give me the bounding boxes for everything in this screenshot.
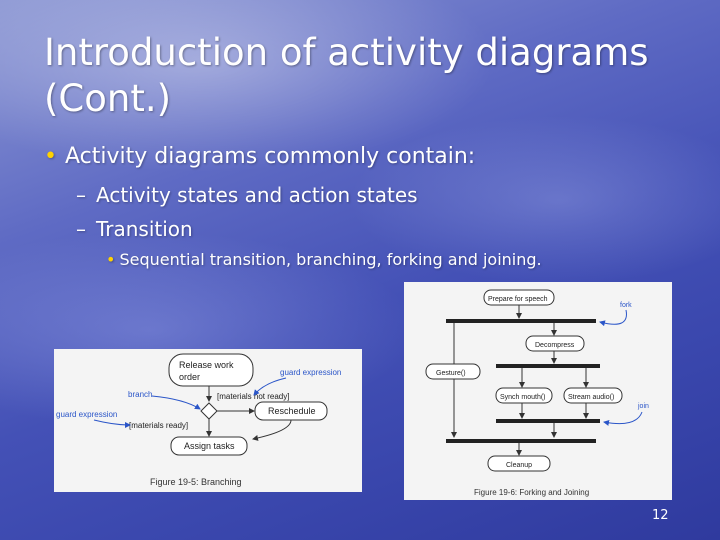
forking-diagram: Prepare for speech Gesture() Decompress … [425, 289, 649, 497]
page-number: 12 [652, 508, 669, 523]
reschedule-label: Reschedule [268, 406, 316, 416]
decompress-label: Decompress [535, 342, 575, 349]
join-pointer [603, 411, 643, 426]
branch-diamond [200, 402, 218, 420]
release-label-line1: Release work [179, 360, 234, 370]
bullet-icon: • [44, 144, 57, 169]
sub-sub-bullet-text: Sequential transition, branching, forkin… [119, 250, 542, 269]
sub-bullet-text: Transition [96, 217, 193, 241]
branch-annotation: branch [128, 390, 152, 399]
sub-bullet-text: Activity states and action states [96, 183, 418, 207]
sub-bullet-states: –Activity states and action states [76, 183, 418, 207]
fork-bar-1 [446, 319, 596, 323]
release-label-line2: order [179, 372, 200, 382]
guard-not-ready-label: [materials not ready] [217, 392, 289, 401]
bullet-activity-diagrams: • Activity diagrams commonly contain: [44, 144, 475, 169]
join-bar-1 [496, 419, 600, 423]
gesture-state [425, 363, 481, 380]
dash-icon: – [76, 217, 86, 241]
guard-left-pointer [93, 419, 131, 428]
stream-audio-state [563, 387, 623, 404]
fork-bar-2 [496, 364, 600, 368]
fork-pointer [599, 309, 627, 327]
assign-tasks-state [170, 436, 248, 456]
fork-annotation: fork [620, 302, 632, 309]
title-line-1: Introduction of activity diagrams [44, 31, 649, 74]
cleanup-state [487, 455, 551, 472]
branching-caption: Figure 19-5: Branching [150, 477, 242, 487]
synch-label: Synch mouth() [500, 394, 546, 401]
forking-caption: Figure 19-6: Forking and Joining [474, 488, 589, 497]
branching-diagram: Release work order Reschedule [materials… [56, 353, 341, 487]
sub-bullet-transition: –Transition [76, 217, 193, 241]
bullet-icon: • [106, 250, 116, 269]
reschedule-to-assign-arrow [252, 419, 292, 441]
guard-ready-label: [materials ready] [129, 421, 188, 430]
cleanup-label: Cleanup [506, 462, 532, 469]
sub-sub-bullet-sequential: •Sequential transition, branching, forki… [106, 250, 542, 269]
branch-pointer [151, 395, 201, 410]
guard-top-pointer [253, 377, 287, 396]
join-annotation: join [637, 403, 649, 410]
decompress-state [525, 335, 585, 352]
dash-icon: – [76, 183, 86, 207]
gesture-label: Gesture() [436, 370, 466, 377]
slide-title: Introduction of activity diagrams (Cont.… [44, 30, 684, 122]
title-line-2: (Cont.) [44, 77, 172, 120]
guard-expression-top-annotation: guard expression [280, 368, 341, 377]
assign-tasks-label: Assign tasks [184, 441, 235, 451]
stream-label: Stream audio() [568, 394, 614, 401]
synch-mouth-state [495, 387, 553, 404]
bullet-text: Activity diagrams commonly contain: [64, 144, 476, 169]
figure-branching: Release work order Reschedule [materials… [54, 349, 362, 492]
figure-forking-joining: Prepare for speech Gesture() Decompress … [404, 282, 672, 500]
guard-expression-left-annotation: guard expression [56, 410, 117, 419]
prepare-label: Prepare for speech [488, 296, 548, 303]
join-bar-2 [446, 439, 596, 443]
release-work-order-state [168, 353, 254, 387]
